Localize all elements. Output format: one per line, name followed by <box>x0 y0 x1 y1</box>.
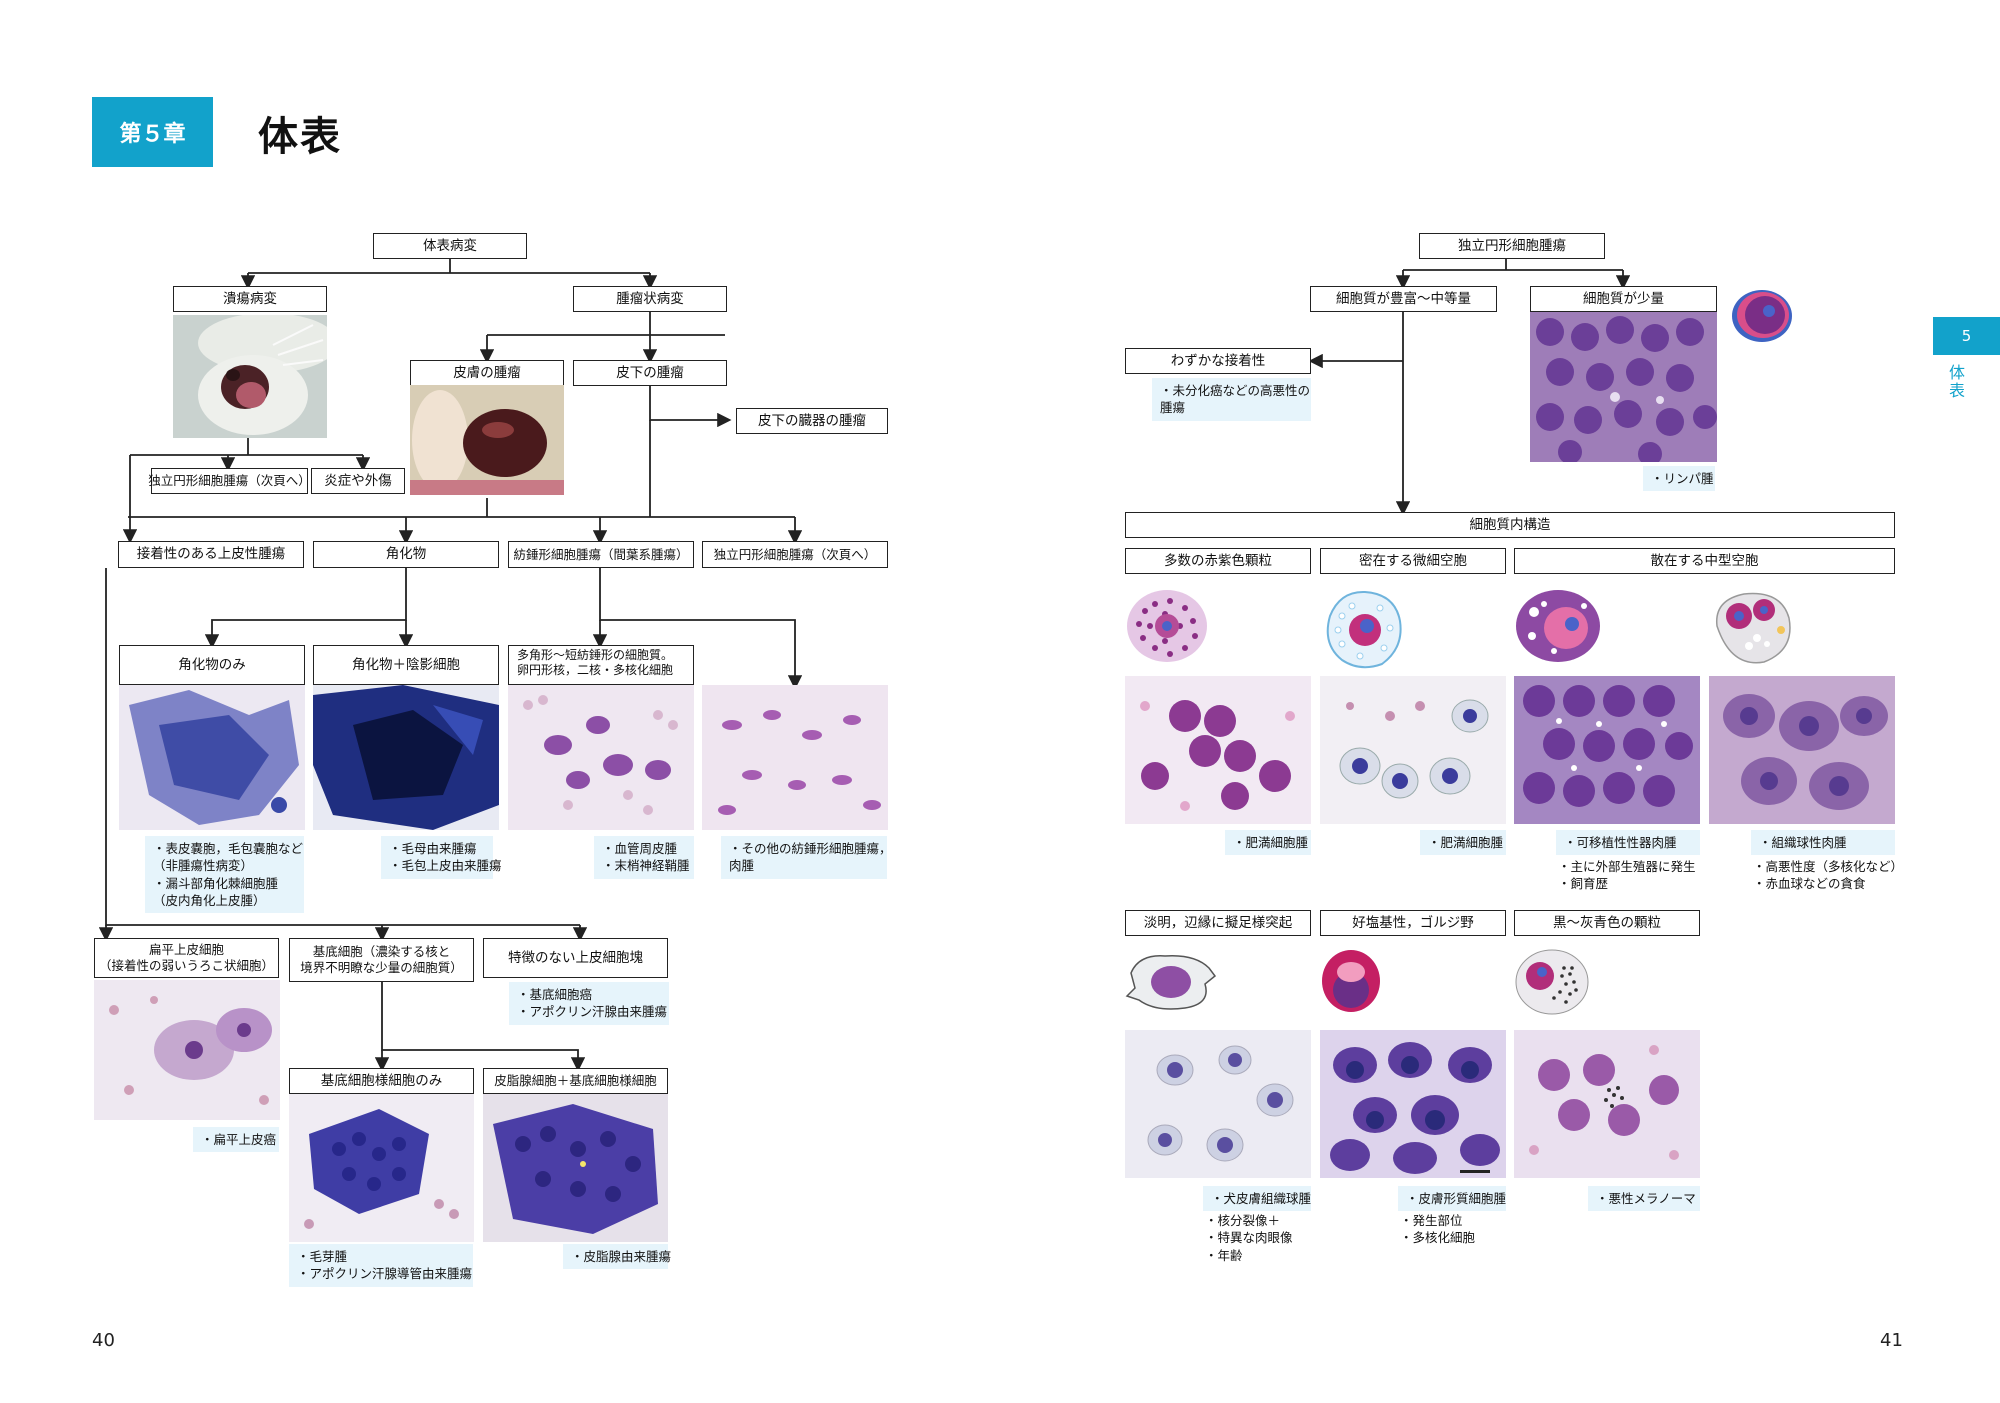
ulcer-gross-photo <box>173 315 327 438</box>
pale-pseudopod-box: 淡明，辺縁に擬足様突起 <box>1125 910 1311 936</box>
round-cell-root-box: 独立円形細胞腫瘍 <box>1419 233 1605 259</box>
melanoma-cytology-photo <box>1514 1030 1700 1178</box>
note-featureless: ・基底細胞癌・アポクリン汗腺由来腫瘍 <box>509 982 669 1025</box>
sub-histiocytic: ・高悪性度（多核化など）・赤血球などの貪食 <box>1753 859 1904 892</box>
note-histiocytic-sarcoma: ・組織球性肉腫 <box>1751 830 1895 856</box>
keratin-box: 角化物 <box>313 541 499 568</box>
note-mast-cell-2: ・肥満細胞腫 <box>1420 830 1506 856</box>
subcutaneous-tumor-box: 皮下の腫瘤 <box>573 360 727 386</box>
lymphoma-cytology-photo <box>1530 312 1717 462</box>
squamous-line-2: （接着性の弱いうろこ状細胞） <box>99 958 275 973</box>
note-melanoma: ・悪性メラノーマ <box>1588 1186 1700 1212</box>
intracytoplasmic-structure-box: 細胞質内構造 <box>1125 512 1895 538</box>
sebaceous-cytology-photo <box>483 1094 668 1242</box>
weak-adhesion-box: わずかな接着性 <box>1125 348 1311 374</box>
page-title: 体表 <box>258 114 342 160</box>
tvt-cytology-photo <box>1514 676 1700 824</box>
squamous-cell-box: 扁平上皮細胞 （接着性の弱いうろこ状細胞） <box>94 938 279 978</box>
mast-cell-cytology-photo-1 <box>1125 676 1311 824</box>
note-tvt: ・可移植性性器肉腫 <box>1556 830 1700 856</box>
note-sebaceous: ・皮脂腺由来腫瘍 <box>563 1244 671 1270</box>
sub-histiocytoma: ・核分裂像＋・特異な肉眼像・年齢 <box>1205 1213 1293 1263</box>
basal-cell-box: 基底細胞（濃染する核と 境界不明瞭な少量の細胞質） <box>289 938 474 982</box>
note-keratin-ghost: ・毛母由来腫瘍・毛包上皮由来腫瘍 <box>381 836 502 879</box>
histiocytoma-cytology-photo <box>1125 1030 1311 1178</box>
note-polygonal: ・血管周皮腫・末梢神経鞘腫 <box>594 836 694 879</box>
histiocytoma-cell-illustration <box>1125 948 1217 1014</box>
granules-box: 多数の赤紫色顆粒 <box>1125 548 1311 574</box>
spindle-cytology-photo <box>702 685 888 830</box>
basal-line-2: 境界不明瞭な少量の細胞質） <box>300 960 463 975</box>
lymphocyte-illustration <box>1729 287 1795 345</box>
note-squamous: ・扁平上皮癌 <box>193 1127 279 1153</box>
keratin-ghost-cells-box: 角化物＋陰影細胞 <box>313 645 499 685</box>
black-granules-box: 黒～灰青色の顆粒 <box>1514 910 1700 936</box>
skin-tumor-box: 皮膚の腫瘤 <box>410 360 564 386</box>
adhesive-epithelial-tumor-box: 接着性のある上皮性腫瘍 <box>118 541 304 568</box>
mast-cell-cytology-photo-2 <box>1320 676 1506 824</box>
polygonal-cytology-photo <box>508 685 694 830</box>
featureless-epithelial-box: 特徴のない上皮細胞塊 <box>483 938 668 978</box>
plasmacytoma-cytology-photo <box>1320 1030 1506 1178</box>
note-plasmacytoma: ・皮膚形質細胞腫 <box>1398 1186 1506 1212</box>
sub-plasmacytoma: ・発生部位・多核化細胞 <box>1400 1213 1476 1246</box>
polygonal-spindle-box: 多角形～短紡錘形の細胞質。 卵円形核，二核・多核化細胞 <box>508 645 694 685</box>
polygonal-line-1: 多角形～短紡錘形の細胞質。 <box>517 648 674 662</box>
page-number-right: 41 <box>1880 1330 1903 1351</box>
round-cell-next-page-box: 独立円形細胞腫瘍（次頁へ） <box>148 468 311 494</box>
sebaceous-basal-box: 皮脂腺細胞＋基底細胞様細胞 <box>483 1068 668 1094</box>
histiocytic-sarcoma-cytology-photo <box>1709 676 1895 824</box>
polygonal-line-2: 卵円形核，二核・多核化細胞 <box>517 663 674 677</box>
basal-like-only-box: 基底細胞様細胞のみ <box>289 1068 474 1094</box>
tvt-cell-illustration <box>1514 586 1602 666</box>
root-body-surface-lesion: 体表病変 <box>373 233 527 259</box>
note-lymphoma: ・リンパ腫 <box>1643 466 1715 492</box>
basophilic-golgi-box: 好塩基性，ゴルジ野 <box>1320 910 1506 936</box>
sub-tvt: ・主に外部生殖器に発生・飼育歴 <box>1558 859 1696 892</box>
skin-tumor-gross-photo <box>410 385 564 495</box>
squamous-cytology-photo <box>94 980 280 1120</box>
subcutaneous-organ-tumor-box: 皮下の臓器の腫瘤 <box>736 408 888 434</box>
note-weak-adhesion: ・未分化癌などの高悪性の腫瘍 <box>1152 378 1311 421</box>
ulcer-lesion-box: 潰瘍病変 <box>173 286 327 312</box>
basal-like-cytology-photo <box>289 1094 474 1242</box>
keratin-only-cytology-photo <box>119 685 305 830</box>
side-tab-number[interactable]: 5 <box>1933 317 2000 355</box>
note-keratin-only: ・表皮嚢胞，毛包嚢胞など（非腫瘍性病変）・漏斗部角化棘細胞腫（皮内角化上皮腫） <box>145 836 304 913</box>
page-number-left: 40 <box>92 1330 115 1351</box>
inflammation-trauma-box: 炎症や外傷 <box>311 468 405 494</box>
scattered-vacuoles-box: 散在する中型空胞 <box>1514 548 1895 574</box>
note-basal-only: ・毛芽腫・アポクリン汗腺導管由来腫瘍 <box>289 1244 473 1287</box>
cytoplasm-rich-box: 細胞質が豊富～中等量 <box>1310 286 1497 312</box>
cytoplasm-scant-box: 細胞質が少量 <box>1530 286 1717 312</box>
mass-lesion-box: 腫瘤状病変 <box>573 286 727 312</box>
chapter-badge: 第５章 <box>92 97 213 167</box>
squamous-line-1: 扁平上皮細胞 <box>148 942 224 958</box>
keratin-ghost-cytology-photo <box>313 685 499 830</box>
note-histiocytoma: ・犬皮膚組織球腫 <box>1203 1186 1311 1212</box>
melanoma-cell-illustration <box>1514 948 1590 1016</box>
round-cell-tumor-next-box: 独立円形細胞腫瘍（次頁へ） <box>702 541 888 568</box>
basal-line-1: 基底細胞（濃染する核と <box>312 944 451 960</box>
plasmacytoma-cell-illustration <box>1320 948 1382 1014</box>
dense-vacuole-cell-illustration <box>1320 586 1406 672</box>
side-tab-label: 体表 <box>1949 363 1966 400</box>
note-other-spindle: ・その他の紡錘形細胞腫瘍，肉腫 <box>721 836 892 879</box>
spindle-cell-tumor-box: 紡錘形細胞腫瘍（間葉系腫瘍） <box>508 541 694 568</box>
mast-cell-illustration <box>1125 586 1209 666</box>
histiocytic-sarcoma-illustration <box>1709 586 1795 666</box>
note-mast-cell-1: ・肥満細胞腫 <box>1225 830 1311 856</box>
dense-vacuoles-box: 密在する微細空胞 <box>1320 548 1506 574</box>
keratin-only-box: 角化物のみ <box>119 645 305 685</box>
